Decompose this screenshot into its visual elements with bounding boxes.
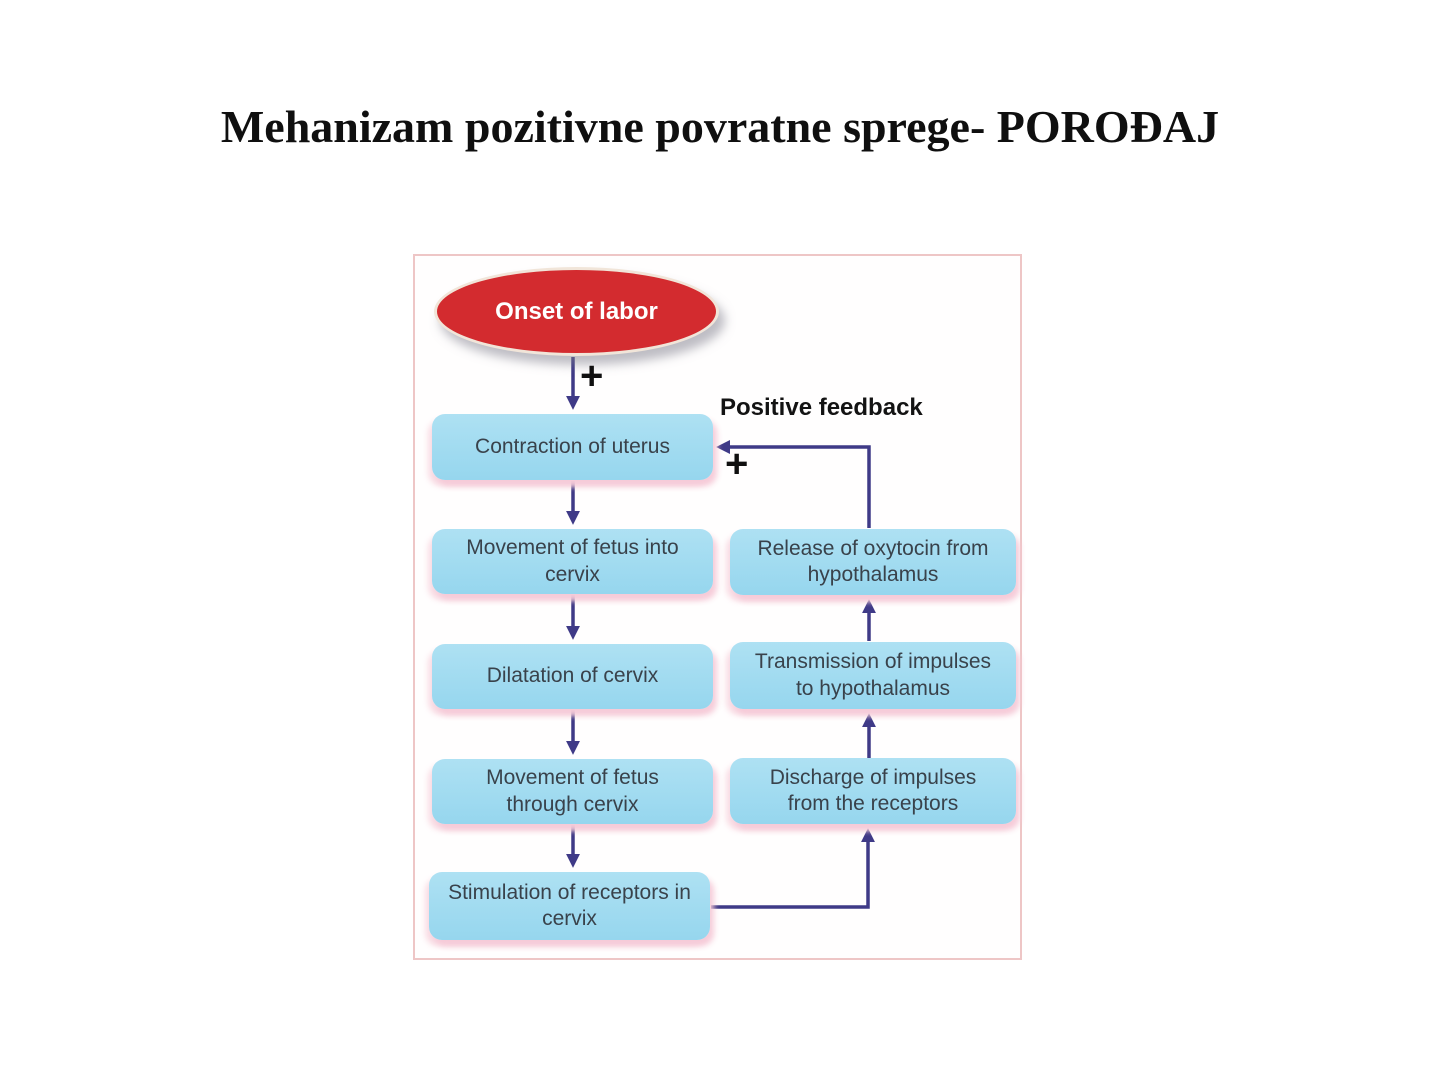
flow-arrows (566, 357, 876, 909)
node-movement-of-fetus-into-cervix: Movement of fetus into cervix (432, 529, 713, 594)
node-onset-of-labor: Onset of labor (434, 267, 719, 356)
node-transmission-of-impulses-to-hypothalamus: Transmission of impulses to hypothalamus (730, 642, 1016, 709)
node-discharge-of-impulses-from-receptors: Discharge of impulses from the receptors (730, 758, 1016, 824)
node-dilatation-of-cervix: Dilatation of cervix (432, 644, 713, 709)
start-node-label: Onset of labor (495, 297, 658, 325)
page-title: Mehanizam pozitivne povratne sprege- POR… (220, 101, 1220, 152)
node-movement-of-fetus-through-cervix: Movement of fetus through cervix (432, 759, 713, 824)
plus-sign-initial: + (580, 354, 604, 398)
arrow-feedback-release-to-contraction (716, 440, 871, 528)
arrow-stimulation-to-discharge (711, 828, 875, 909)
plus-sign-feedback: + (725, 442, 749, 486)
node-release-of-oxytocin-from-hypothalamus: Release of oxytocin from hypothalamus (730, 529, 1016, 595)
diagram-panel: Onset of labor + Positive feedback + Con… (413, 254, 1022, 960)
positive-feedback-label: Positive feedback (720, 394, 923, 421)
node-contraction-of-uterus: Contraction of uterus (432, 414, 713, 480)
node-stimulation-of-receptors-in-cervix: Stimulation of receptors in cervix (429, 872, 710, 940)
